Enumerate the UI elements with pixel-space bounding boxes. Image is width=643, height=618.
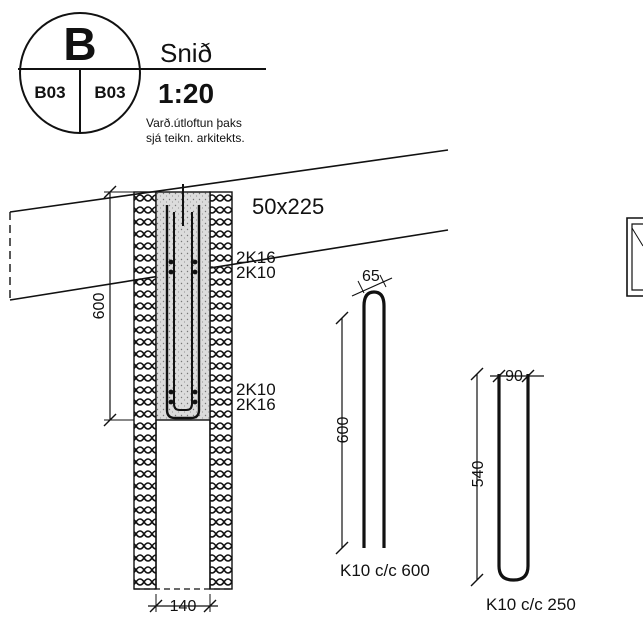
narrow-length-tick-top — [335, 311, 349, 325]
width-dim-tick-right — [203, 599, 217, 613]
rebar-dot — [168, 389, 174, 395]
height-dim-text: 600 — [91, 293, 108, 320]
adjacent-detail-fragment — [626, 217, 643, 297]
u-bar-narrow — [362, 290, 386, 548]
rebar-label-top-1: 2K16 — [236, 248, 276, 267]
insulation-right — [209, 191, 233, 590]
fragment-hatch — [631, 227, 643, 247]
concrete-core — [155, 191, 211, 421]
wide-width-tick-left — [492, 369, 506, 383]
beam-top-edge — [9, 149, 449, 213]
wide-width-tick-right — [521, 369, 535, 383]
u-bar-outer — [165, 205, 201, 420]
rebar-dot — [192, 259, 198, 265]
rebar-dot — [168, 259, 174, 265]
section-letter: B — [63, 18, 96, 70]
height-dim-tick-top — [103, 185, 117, 199]
sheet-ref-left: B03 — [34, 83, 65, 102]
narrow-width-dim-text: 65 — [362, 268, 380, 285]
rebar-dot — [192, 399, 198, 405]
wide-bar-label: K10 c/c 250 — [486, 595, 576, 614]
fragment-outer — [626, 217, 643, 297]
narrow-length-tick-bottom — [335, 541, 349, 555]
wide-width-dim-text: 90 — [505, 368, 523, 385]
title-block: B B03 B03 Snið 1:20 Varð.útloftun þaks s… — [18, 12, 266, 145]
sheet-ref-right: B03 — [94, 83, 125, 102]
insulation-left — [133, 191, 157, 590]
u-bar-wide — [497, 374, 530, 582]
rebar-dot — [192, 389, 198, 395]
width-dim-text: 140 — [170, 598, 197, 615]
note-line-1: Varð.útloftun þaks — [146, 116, 242, 130]
narrow-width-dim-line — [351, 277, 393, 297]
beam-size-label: 50x225 — [252, 194, 324, 219]
wide-length-tick-top — [470, 367, 484, 381]
rebar-label-bottom-1: 2K10 — [236, 380, 276, 399]
wall-section: 2K16 2K10 2K10 2K16 600 140 — [91, 184, 276, 615]
wide-length-tick-bottom — [470, 573, 484, 587]
rebar-dot — [192, 269, 198, 275]
rebar-label-bottom-2: 2K16 — [236, 395, 276, 414]
drawing-scale: 1:20 — [158, 78, 214, 109]
fragment-inner — [631, 223, 643, 291]
narrow-length-dim-text: 600 — [335, 417, 352, 444]
bar-detail-narrow: 65 600 K10 c/c 600 — [335, 268, 430, 580]
rebar-dot — [168, 399, 174, 405]
bar-detail-wide: 90 540 K10 c/c 250 — [470, 367, 576, 614]
drawing-title: Snið — [160, 38, 212, 68]
sloped-beam: 50x225 — [9, 149, 449, 301]
narrow-width-ext-left — [357, 280, 365, 294]
note-line-2: sjá teikn. arkitekts. — [146, 131, 245, 145]
rebar-dot — [168, 269, 174, 275]
u-bar-inner — [173, 212, 193, 411]
rebar-label-top-2: 2K10 — [236, 263, 276, 282]
wide-length-dim-text: 540 — [470, 461, 487, 488]
width-dim-tick-left — [149, 599, 163, 613]
narrow-bar-label: K10 c/c 600 — [340, 561, 430, 580]
narrow-width-ext-right — [379, 274, 387, 288]
height-dim-tick-bottom — [103, 413, 117, 427]
